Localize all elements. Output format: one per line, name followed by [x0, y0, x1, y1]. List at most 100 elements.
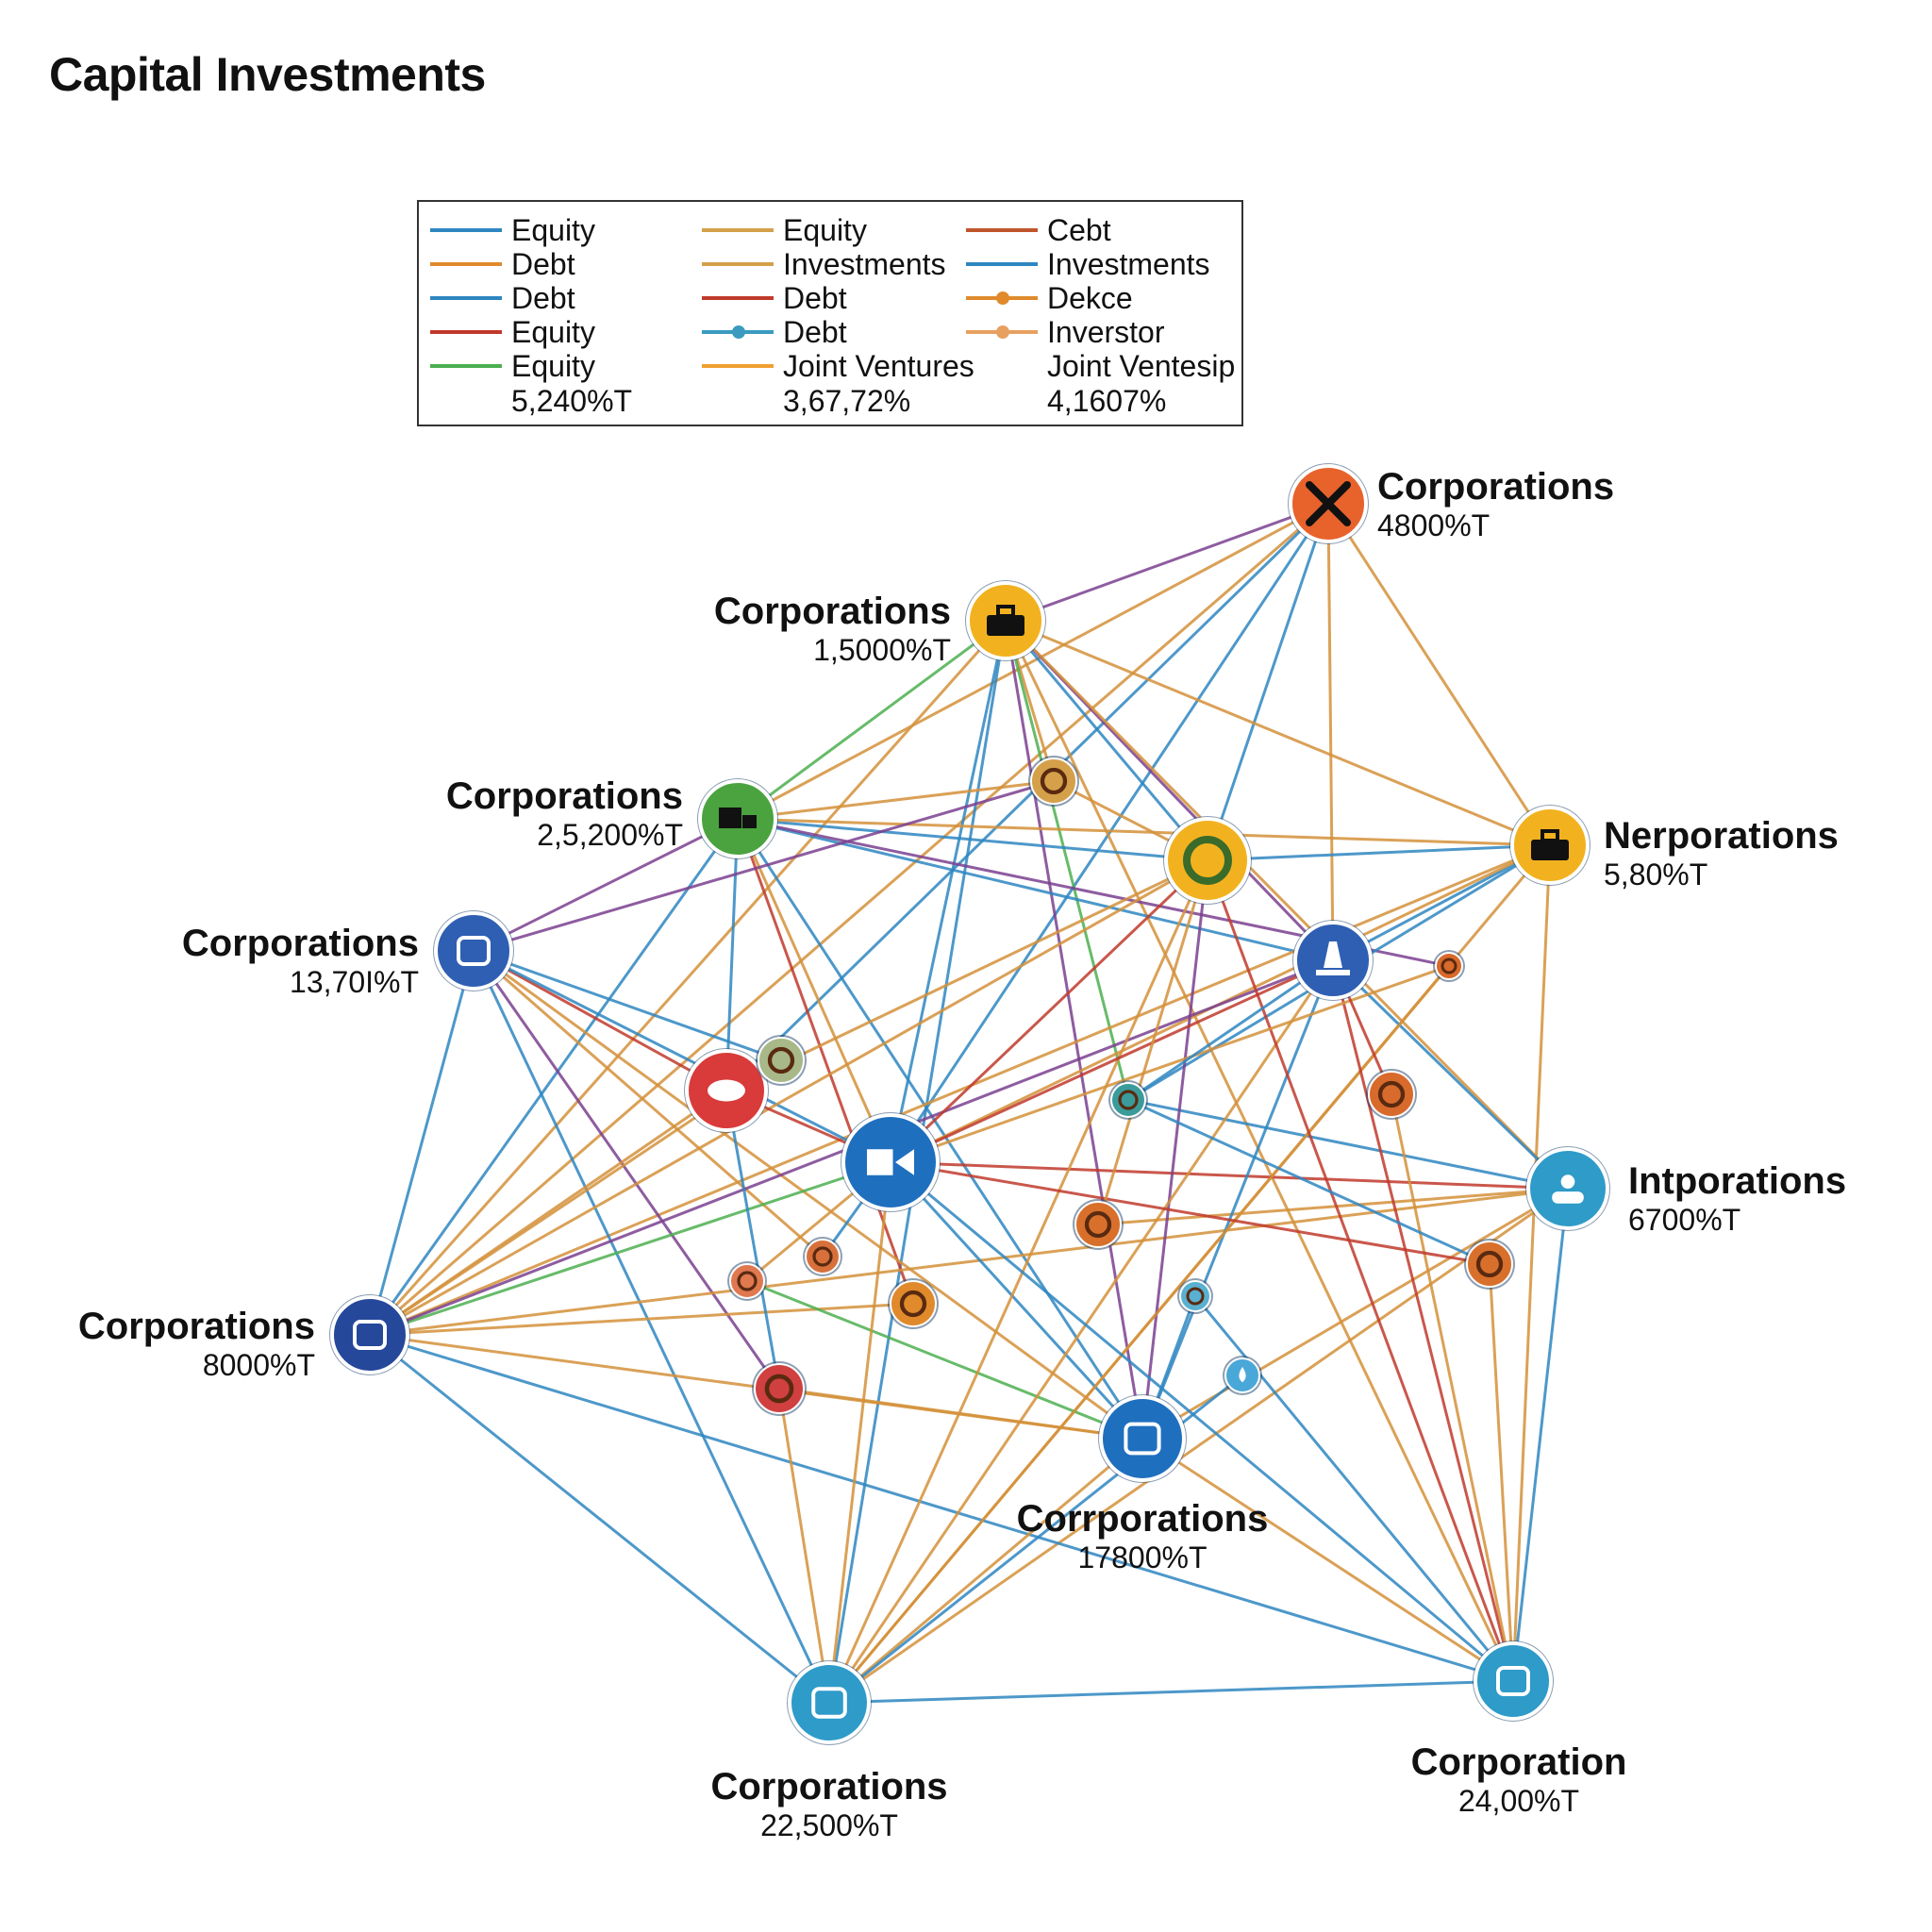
- edge-n9-n10: [828, 1679, 1514, 1705]
- node-n8[interactable]: [1098, 1394, 1187, 1483]
- legend-swatch: [966, 262, 1038, 266]
- node-value: 22,500%T: [760, 1808, 898, 1842]
- edge-n9-s10: [827, 965, 1451, 1704]
- node-n7[interactable]: [329, 1294, 410, 1375]
- edge-n1-n3: [737, 502, 1329, 821]
- node-n4[interactable]: [1509, 805, 1591, 886]
- edge-n6-h4: [1331, 958, 1570, 1191]
- legend-label: Investments: [783, 246, 946, 281]
- node-s2[interactable]: [756, 1035, 807, 1086]
- node-circle: [890, 1280, 937, 1327]
- node-circle: [1110, 1082, 1146, 1118]
- edge-n5-h1: [473, 949, 891, 1164]
- node-value: 17800%T: [1077, 1541, 1208, 1574]
- node-s10[interactable]: [1433, 950, 1465, 982]
- node-h1[interactable]: [841, 1112, 941, 1212]
- edge-n8-n9: [828, 1437, 1143, 1705]
- node-circle: [1074, 1201, 1122, 1248]
- node-name: Corporations: [445, 775, 683, 817]
- node-h4[interactable]: [1292, 920, 1374, 1001]
- legend-item: Investments: [966, 247, 1235, 281]
- edge-n7-s7: [369, 1302, 914, 1337]
- building-icon-part: [353, 1320, 387, 1350]
- node-s3[interactable]: [1108, 1080, 1148, 1120]
- building-icon: [353, 1320, 387, 1350]
- gear-icon-part: [1084, 1210, 1112, 1239]
- edge-h3-s4: [1096, 859, 1209, 1225]
- edge-n10-s5: [1390, 1093, 1515, 1682]
- bus-icon: [811, 1687, 847, 1719]
- edge-n1-h1: [889, 503, 1330, 1163]
- legend-label: Debt: [783, 314, 847, 349]
- node-s11[interactable]: [752, 1361, 807, 1416]
- legend-label: Equity: [511, 212, 595, 247]
- truck-icon-part: [742, 815, 757, 828]
- node-s6[interactable]: [1464, 1239, 1515, 1290]
- user-icon: [1552, 1174, 1584, 1204]
- gear-icon: [1475, 1250, 1504, 1278]
- node-circle: [758, 1037, 805, 1084]
- bank-icon: [457, 936, 491, 966]
- node-circle: [729, 1263, 765, 1299]
- node-s8[interactable]: [803, 1237, 842, 1276]
- node-n6[interactable]: [1525, 1146, 1610, 1231]
- gear-icon: [1441, 958, 1457, 974]
- nodes-layer: [329, 463, 1610, 1745]
- edge-n8-s9: [746, 1279, 1143, 1441]
- video-icon-part: [895, 1149, 914, 1175]
- edge-n4-n10: [1511, 844, 1552, 1682]
- node-s5[interactable]: [1366, 1069, 1417, 1120]
- video-icon: [867, 1149, 914, 1175]
- legend-label: Joint Ventesip: [1047, 348, 1236, 383]
- node-h3[interactable]: [1163, 816, 1252, 905]
- legend-swatch: [702, 296, 774, 300]
- node-h2[interactable]: [684, 1048, 769, 1133]
- node-n1[interactable]: [1288, 463, 1369, 544]
- legend-swatch: [430, 364, 502, 368]
- legend-swatch: [430, 228, 502, 232]
- node-n5[interactable]: [433, 910, 514, 991]
- legend-item: Dekce: [966, 281, 1235, 315]
- legend-item: Cebt: [966, 213, 1235, 247]
- node-n3[interactable]: [697, 778, 778, 859]
- edge-n1-n7: [369, 502, 1329, 1337]
- edge-n3-n7: [368, 818, 740, 1336]
- node-s12[interactable]: [1177, 1278, 1213, 1314]
- node-n2[interactable]: [965, 580, 1046, 661]
- edge-n6-h1: [890, 1160, 1569, 1191]
- edge-n10-h1: [890, 1160, 1514, 1683]
- edge-n3-n5: [473, 817, 739, 953]
- legend-item: Equity: [430, 213, 632, 247]
- edge-n10-h3: [1206, 859, 1515, 1682]
- edge-n5-n7: [368, 950, 475, 1336]
- bus-icon-part: [811, 1687, 847, 1719]
- node-n9[interactable]: [787, 1660, 872, 1745]
- node-s4[interactable]: [1073, 1199, 1124, 1250]
- node-s13[interactable]: [1223, 1356, 1262, 1395]
- edge-h1-h4: [890, 958, 1334, 1164]
- robot-icon-part: [1124, 1422, 1161, 1456]
- edge-n1-h2: [724, 502, 1330, 1092]
- node-circle: [788, 1661, 871, 1744]
- gear-icon-part: [737, 1271, 758, 1291]
- edge-n1-h3: [1206, 503, 1330, 861]
- node-n10[interactable]: [1473, 1641, 1554, 1722]
- edge-n2-s3: [1004, 620, 1130, 1101]
- legend-swatch: [702, 364, 774, 368]
- node-s1[interactable]: [1028, 756, 1079, 807]
- node-s9[interactable]: [727, 1261, 767, 1301]
- legend-item: Debt: [702, 315, 974, 349]
- legend-label: Equity: [511, 348, 595, 383]
- edge-n3-h4: [737, 817, 1334, 962]
- legend-swatch: [702, 228, 774, 232]
- gear-icon-part: [1040, 767, 1068, 795]
- edge-h1-s10: [890, 964, 1450, 1164]
- node-s7[interactable]: [888, 1278, 939, 1329]
- edge-n5-s11: [472, 950, 781, 1390]
